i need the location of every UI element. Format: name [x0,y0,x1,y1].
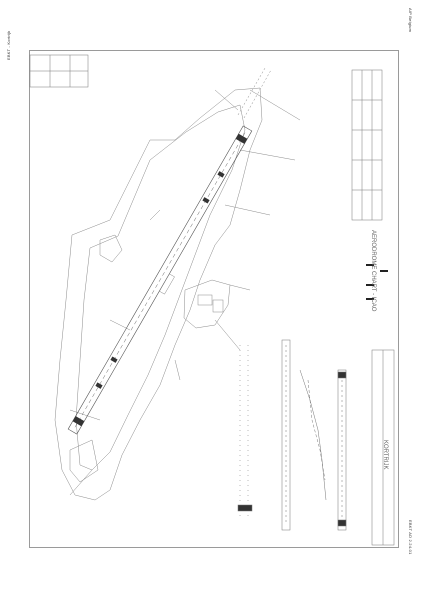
leader-4 [224,204,271,216]
leader-10 [214,319,241,351]
light-panel-1 [281,339,291,531]
elevation-markers [366,264,388,300]
chart-title: AERODROME CHART - ICAO [370,230,376,312]
terminal-building [197,294,213,306]
leader-1 [214,89,239,111]
touchdown-marking-4 [110,356,118,363]
leader-3 [239,149,296,161]
apron-outline [183,279,231,329]
inner-boundary [75,104,246,471]
lighting-diagrams [237,339,347,531]
centerline-extension-north-2 [243,69,272,119]
light-panel-2 [337,369,347,531]
touchdown-marking-2 [202,197,210,204]
approach-path [299,369,327,501]
taxiway-joint [159,273,175,295]
touchdown-marking-3 [95,382,103,389]
leader-5 [149,209,161,221]
threshold-south [72,416,85,427]
leader-6 [109,319,131,331]
leader-7 [69,409,101,421]
runway [67,125,253,435]
notes-table [29,54,89,88]
chart-frame [29,50,399,548]
runway-centerline [74,132,246,428]
north-hangar-area [99,234,123,263]
south-area [69,439,99,483]
leader-2 [249,89,301,121]
centerline-extension-north [237,67,266,116]
leader-9 [229,284,251,291]
airport-name: KORTRIJK [382,440,388,470]
approach-path-2 [307,379,326,481]
hangar-building [212,299,224,313]
aerodrome-boundary [54,87,263,501]
legend-table [351,69,383,221]
touchdown-marking-1 [217,171,225,178]
leader-8 [69,469,93,496]
leader-11 [174,359,181,381]
threshold-north [235,133,248,144]
title-block [371,349,395,546]
